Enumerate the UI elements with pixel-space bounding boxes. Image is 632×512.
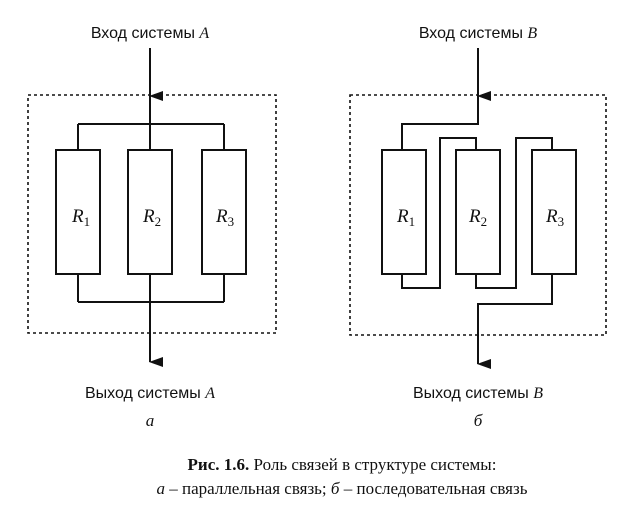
- diagram-a-element-r1: [55, 149, 101, 275]
- caption-line-2: а – параллельная связь; б – последовател…: [157, 479, 528, 498]
- diagram-a-element-r2: [127, 149, 173, 275]
- diagram-b-element-label: R1: [396, 206, 415, 229]
- diagram-a-system-boundary: [27, 94, 277, 334]
- diagram-a-element-label: R1: [71, 206, 90, 229]
- diagram-a-output-label: Выход системы A: [85, 385, 215, 402]
- diagram-b-output-label: Выход системы B: [413, 385, 543, 402]
- diagram-b-input-label: Вход системы B: [419, 25, 538, 42]
- diagram-b-wire: [401, 96, 479, 150]
- diagram-a-element-label: R3: [215, 206, 234, 229]
- diagram-b-element-r1: [381, 149, 427, 275]
- diagram-b-element-label: R3: [545, 206, 564, 229]
- diagram-b-element-r2: [455, 149, 501, 275]
- diagram-a: Вход системы A R1 R2 R3 Выход системы A …: [27, 25, 277, 430]
- diagram-b-sublabel: б: [474, 411, 483, 430]
- caption-line-1: Рис. 1.6. Роль связей в структуре систем…: [188, 455, 497, 474]
- diagram-b-wire-r1-r2: [401, 137, 477, 289]
- diagram-b: Вход системы B R1 R2 R3 Выход системы B …: [349, 25, 607, 430]
- diagram-b-element-r3: [531, 149, 577, 275]
- diagram-a-element-label: R2: [142, 206, 161, 229]
- diagram-a-sublabel: а: [146, 411, 155, 430]
- diagram-b-element-label: R2: [468, 206, 487, 229]
- diagram-a-element-r3: [201, 149, 247, 275]
- figure-caption: Рис. 1.6. Роль связей в структуре систем…: [157, 455, 528, 498]
- diagram-a-input-label: Вход системы A: [91, 25, 210, 42]
- diagram-b-output-arrow: [477, 274, 553, 369]
- diagram-b-wire-r2-r3: [475, 137, 553, 289]
